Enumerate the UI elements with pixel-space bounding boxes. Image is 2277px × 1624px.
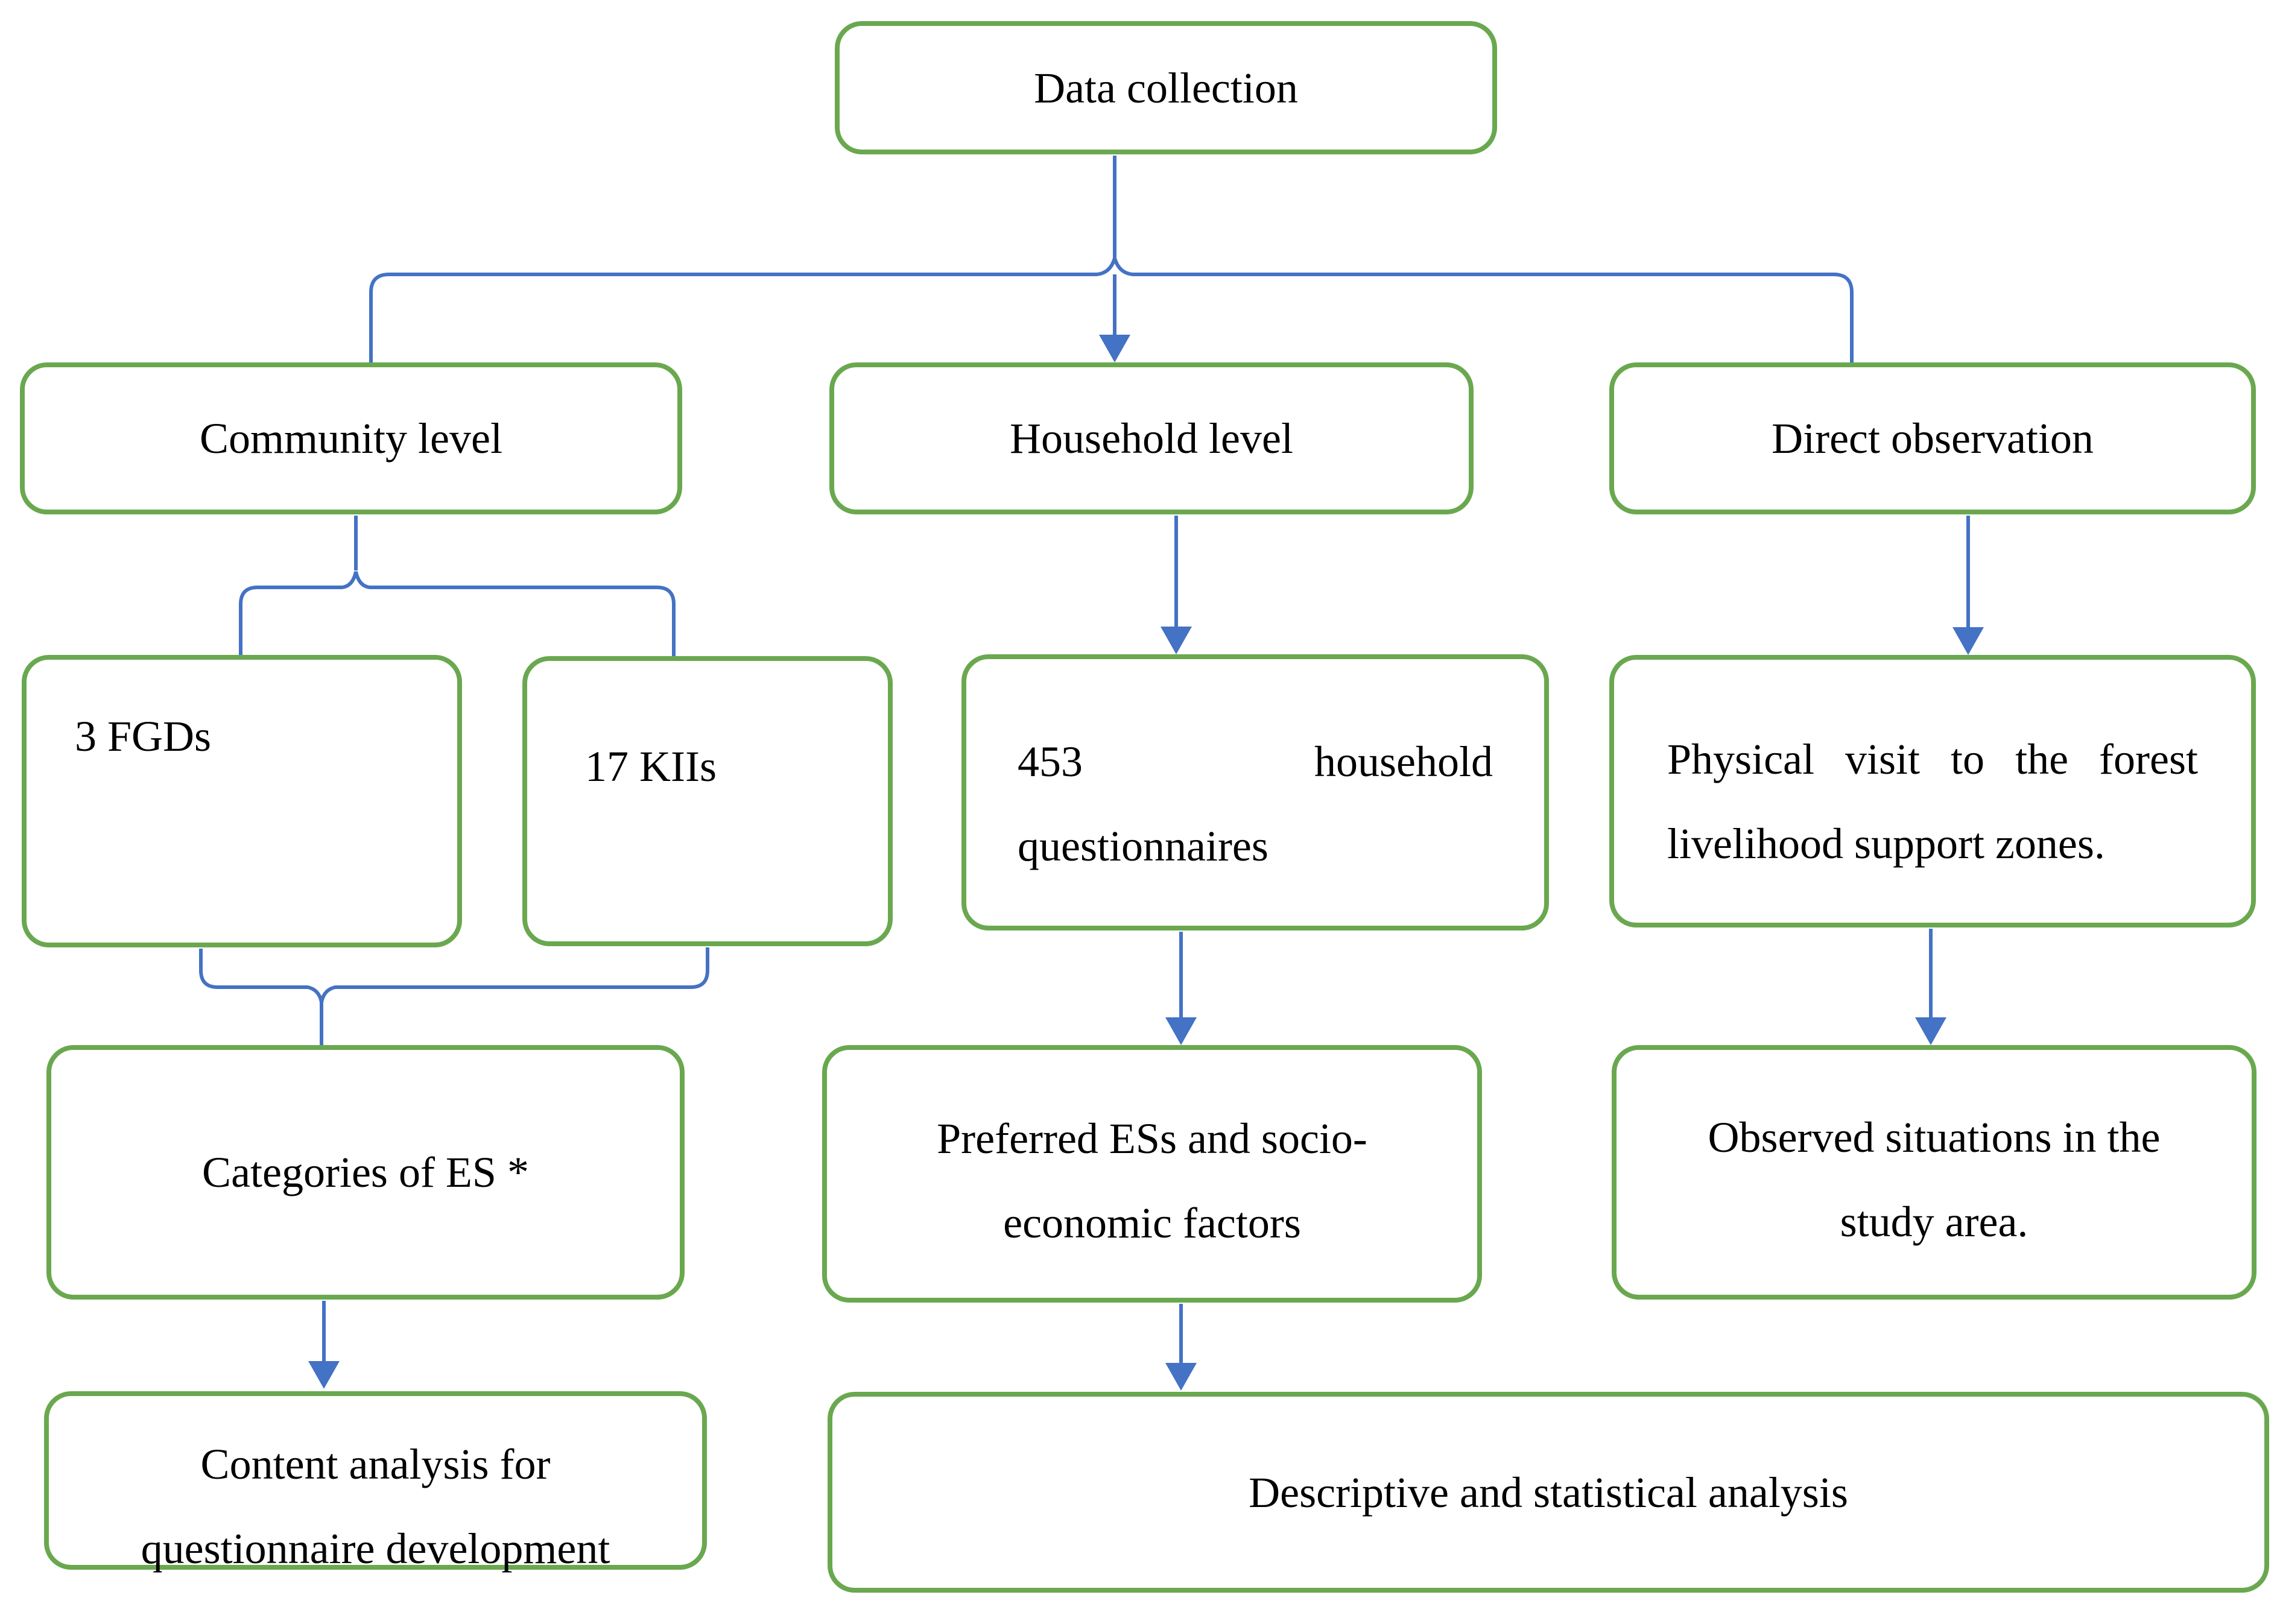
node-physical-visit: Physical visit to the forest livelihood … [1609,655,2256,927]
node-household-questionnaires-line2: questionnaires [1018,822,1268,870]
node-data-collection-label: Data collection [1034,63,1298,112]
arrow-direct-to-physical [1952,516,1984,655]
node-preferred-ess-line2: economic factors [1003,1199,1301,1247]
connector-root-branch [369,251,1854,364]
connector-merge-bracket [199,947,709,1003]
node-observed-situations-line1: Observed situations in the [1708,1113,2161,1161]
node-fgds: 3 FGDs [22,655,462,947]
arrow-preferred-to-descriptive [1165,1304,1197,1391]
node-fgds-label: 3 FGDs [75,712,212,760]
node-household-questionnaires-line1: 453 household [1018,738,1493,786]
node-physical-visit-line1: Physical visit to the forest [1667,735,2198,783]
node-household-questionnaires: 453 household questionnaires [961,654,1549,930]
node-direct-observation-label: Direct observation [1772,414,2094,463]
arrow-questionnaires-to-preferred [1165,932,1197,1045]
node-physical-visit-line2: livelihood support zones. [1667,820,2105,868]
arrow-household-to-questionnaires [1161,516,1192,654]
arrow-physical-to-observed [1915,929,1946,1045]
node-content-analysis-line1: Content analysis for [200,1440,551,1488]
node-data-collection: Data collection [835,21,1497,154]
node-descriptive-analysis: Descriptive and statistical analysis [828,1392,2269,1593]
node-observed-situations: Observed situations in the study area. [1612,1045,2256,1300]
connector-community-split [239,571,676,657]
node-kiis-label: 17 KIIs [585,742,717,791]
node-kiis: 17 KIIs [522,656,893,946]
node-household-level-label: Household level [1010,414,1293,463]
arrow-root-to-household [1099,274,1130,362]
node-direct-observation: Direct observation [1609,362,2256,514]
node-preferred-ess-line1: Preferred ESs and socio- [937,1114,1367,1163]
arrow-categories-to-content [308,1301,340,1389]
node-community-level-label: Community level [200,414,502,463]
node-preferred-ess: Preferred ESs and socio- economic factor… [822,1045,1482,1303]
node-observed-situations-line2: study area. [1840,1198,2028,1246]
node-content-analysis: Content analysis for questionnaire devel… [44,1391,707,1573]
node-household-level: Household level [829,362,1474,514]
node-categories-es-label: Categories of ES * [202,1148,529,1196]
node-content-analysis-line2: questionnaire development [141,1524,610,1573]
node-community-level: Community level [20,362,682,514]
node-categories-es: Categories of ES * [46,1045,685,1300]
node-descriptive-analysis-label: Descriptive and statistical analysis [1249,1468,1848,1517]
